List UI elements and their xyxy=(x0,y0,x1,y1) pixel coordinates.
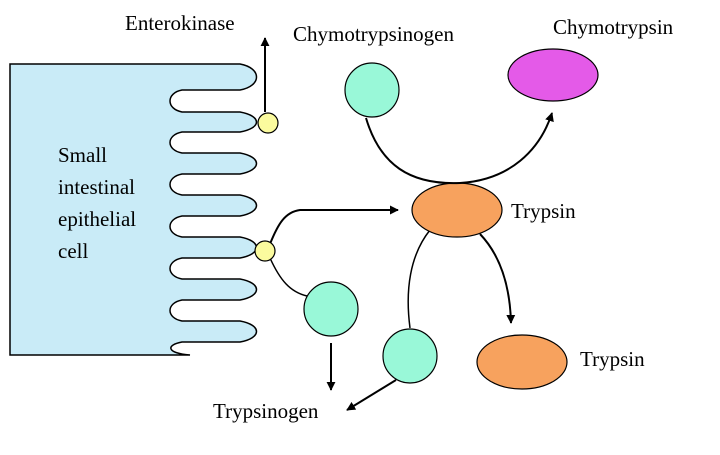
chymotrypsin-activation-arrow xyxy=(365,112,554,185)
trypsin-center-ellipse xyxy=(411,182,503,238)
cell-label-line-3: epithelial xyxy=(58,207,136,231)
trypsin-to-product-arrow xyxy=(479,233,516,324)
trypsinogen-circle-right xyxy=(382,328,438,384)
trypsin-product-ellipse xyxy=(476,334,568,390)
trypsinogen-circle-left xyxy=(303,281,359,337)
enterokinase-marker-bound xyxy=(254,240,276,262)
chymotrypsin-label: Chymotrypsin xyxy=(553,15,674,39)
epithelial-cell xyxy=(9,63,258,356)
chymotrypsinogen-label: Chymotrypsinogen xyxy=(293,22,454,46)
enterokinase-to-trypsin-arrow xyxy=(269,205,399,245)
cell-label-line-2: intestinal xyxy=(58,175,135,199)
enterokinase-marker-top xyxy=(257,112,279,134)
enterokinase-label: Enterokinase xyxy=(125,11,235,35)
trypsinogen-to-label-arrow xyxy=(346,379,397,411)
cell-label-line-4: cell xyxy=(58,239,88,263)
trypsin-center-label: Trypsin xyxy=(511,199,576,223)
chymotrypsin-ellipse xyxy=(507,48,599,102)
trypsinogen-label: Trypsinogen xyxy=(213,399,319,423)
trypsin-autoactivation-connector xyxy=(407,229,431,329)
trypsin-product-label: Trypsin xyxy=(580,347,645,371)
cell-label-line-1: Small xyxy=(58,143,107,167)
chymotrypsinogen-circle xyxy=(344,62,400,118)
enterokinase-to-trypsinogen-connector xyxy=(269,257,308,297)
